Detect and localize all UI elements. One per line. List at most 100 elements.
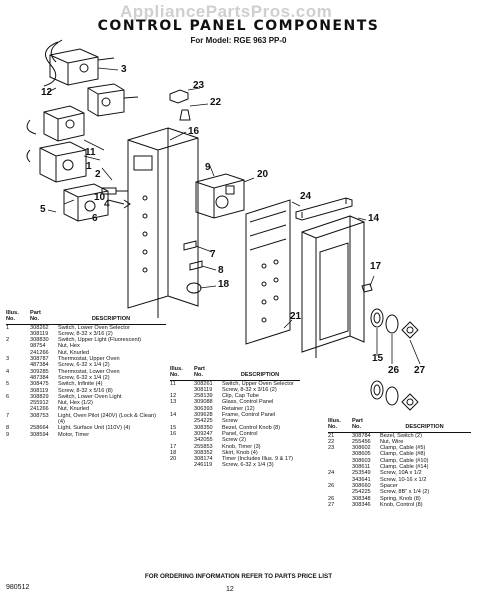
part-no-cell: 487384 xyxy=(30,362,49,369)
part-no-cell: 308119 xyxy=(194,386,213,393)
illus-no-cell: 23 xyxy=(328,445,335,452)
table-row: 4 309285 Thermostat, Lower Oven xyxy=(6,369,166,375)
part-no-cell: 308603 xyxy=(352,457,371,464)
description-cell: Clamp, Cable (#10) xyxy=(380,457,429,464)
illus-no-cell: 14 xyxy=(170,412,177,419)
callout-3: 3 xyxy=(121,64,127,75)
part-no-cell: 98754 xyxy=(30,343,46,350)
part-no-cell: 308830 xyxy=(30,337,49,344)
part-no-cell: 308784 xyxy=(352,432,371,439)
bezel-lower xyxy=(370,380,384,400)
description-cell: Screw, 8-32 x 5/16 (8) xyxy=(58,387,113,394)
callout-27: 27 xyxy=(414,365,426,376)
description-cell: Spacer xyxy=(380,482,398,489)
description-cell: Switch, Lower Oven Light xyxy=(58,393,122,400)
illus-no-cell: 26 xyxy=(328,495,335,502)
description-cell: Clamp, Cable (#8) xyxy=(380,451,426,458)
description-cell: Timer (Includes Illus. 9 & 17) xyxy=(222,456,293,463)
description-cell: Screw, 8-32 x 3/16 (2) xyxy=(222,386,277,393)
part-no-cell: 254225 xyxy=(194,418,213,425)
callout-18: 18 xyxy=(218,279,230,290)
part-no-cell: 308829 xyxy=(30,393,49,400)
part-no-cell: 308348 xyxy=(352,495,371,502)
selector-switch-upper xyxy=(87,83,139,117)
description-cell: Switch, Upper Light (Fluorescent) xyxy=(58,337,142,344)
cap-tube-coil xyxy=(43,39,63,87)
description-cell: Screw xyxy=(222,418,238,425)
description-cell: Glass, Control Panel xyxy=(222,399,274,406)
table-row: 308605 Clamp, Cable (#8) xyxy=(328,451,471,457)
illus-no-cell: 7 xyxy=(6,412,10,419)
ordering-note: FOR ORDERING INFORMATION REFER TO PARTS … xyxy=(144,573,333,580)
illus-no-cell: 27 xyxy=(328,501,335,508)
timer xyxy=(195,173,245,219)
page-number: 12 xyxy=(226,586,234,593)
control-knob-upper xyxy=(401,321,419,339)
part-no-cell: 306393 xyxy=(194,405,213,412)
callout-15: 15 xyxy=(372,353,384,364)
table-row: 308603 Clamp, Cable (#10) xyxy=(328,458,471,464)
thermostat-lower-oven xyxy=(26,105,85,142)
illus-no-cell: 17 xyxy=(170,443,177,450)
table-row: 308119 Screw, 8-32 x 3/16 (2) xyxy=(170,387,300,393)
part-no-cell: 308660 xyxy=(352,482,371,489)
col-description: DESCRIPTION xyxy=(380,418,471,433)
callout-9: 9 xyxy=(205,162,211,173)
description-cell: Screw, 6-32 x 1/4 (2) xyxy=(58,362,110,369)
part-no-cell: 309285 xyxy=(30,368,49,375)
col-description: DESCRIPTION xyxy=(222,366,300,381)
part-no-cell: 308594 xyxy=(30,431,49,438)
part-no-cell: 308605 xyxy=(352,451,371,458)
description-cell: Skirt, Knob (4) xyxy=(222,449,258,456)
callout-2: 2 xyxy=(95,169,101,180)
illus-no-cell: 4 xyxy=(6,368,10,375)
control-panel-glass xyxy=(245,199,291,345)
description-cell: Thermostat, Lower Oven xyxy=(58,368,120,375)
leader-lines xyxy=(47,67,421,365)
part-no-cell: 258664 xyxy=(30,425,49,432)
description-cell: Switch, Lower Oven Selector xyxy=(58,324,130,331)
part-no-cell: 487384 xyxy=(30,374,49,381)
part-no-cell: 255456 xyxy=(352,438,371,445)
part-no-cell: 343641 xyxy=(352,476,371,483)
description-cell: Screw, 6-32 x 1/4 (3) xyxy=(222,462,274,469)
callout-7: 7 xyxy=(210,249,216,260)
table-row: 487384 Screw, 6-32 x 1/4 (2) xyxy=(6,362,166,368)
col-description: DESCRIPTION xyxy=(58,310,166,325)
part-no-cell: 309088 xyxy=(194,399,213,406)
callout-5: 5 xyxy=(40,204,46,215)
part-no-cell: 253549 xyxy=(352,470,371,477)
illus-no-cell: 16 xyxy=(170,430,177,437)
description-cell: Nut, Hex xyxy=(58,343,80,350)
callout-4: 4 xyxy=(104,199,110,210)
illus-no-cell: 21 xyxy=(328,432,335,439)
col-part-no: Part No. xyxy=(30,310,58,325)
description-cell: Nut, Knurled xyxy=(58,406,90,413)
description-cell: Light, Oven Pilot (240V) (Lock & Clean) … xyxy=(58,412,156,426)
wire-nut xyxy=(179,109,191,121)
part-no-cell: 308119 xyxy=(30,330,49,337)
description-cell: Panel, Control xyxy=(222,430,258,437)
description-cell: Screw (2) xyxy=(222,437,246,444)
callout-16: 16 xyxy=(188,126,200,137)
part-no-cell: 342055 xyxy=(194,437,213,444)
part-no-cell: 255853 xyxy=(194,443,213,450)
